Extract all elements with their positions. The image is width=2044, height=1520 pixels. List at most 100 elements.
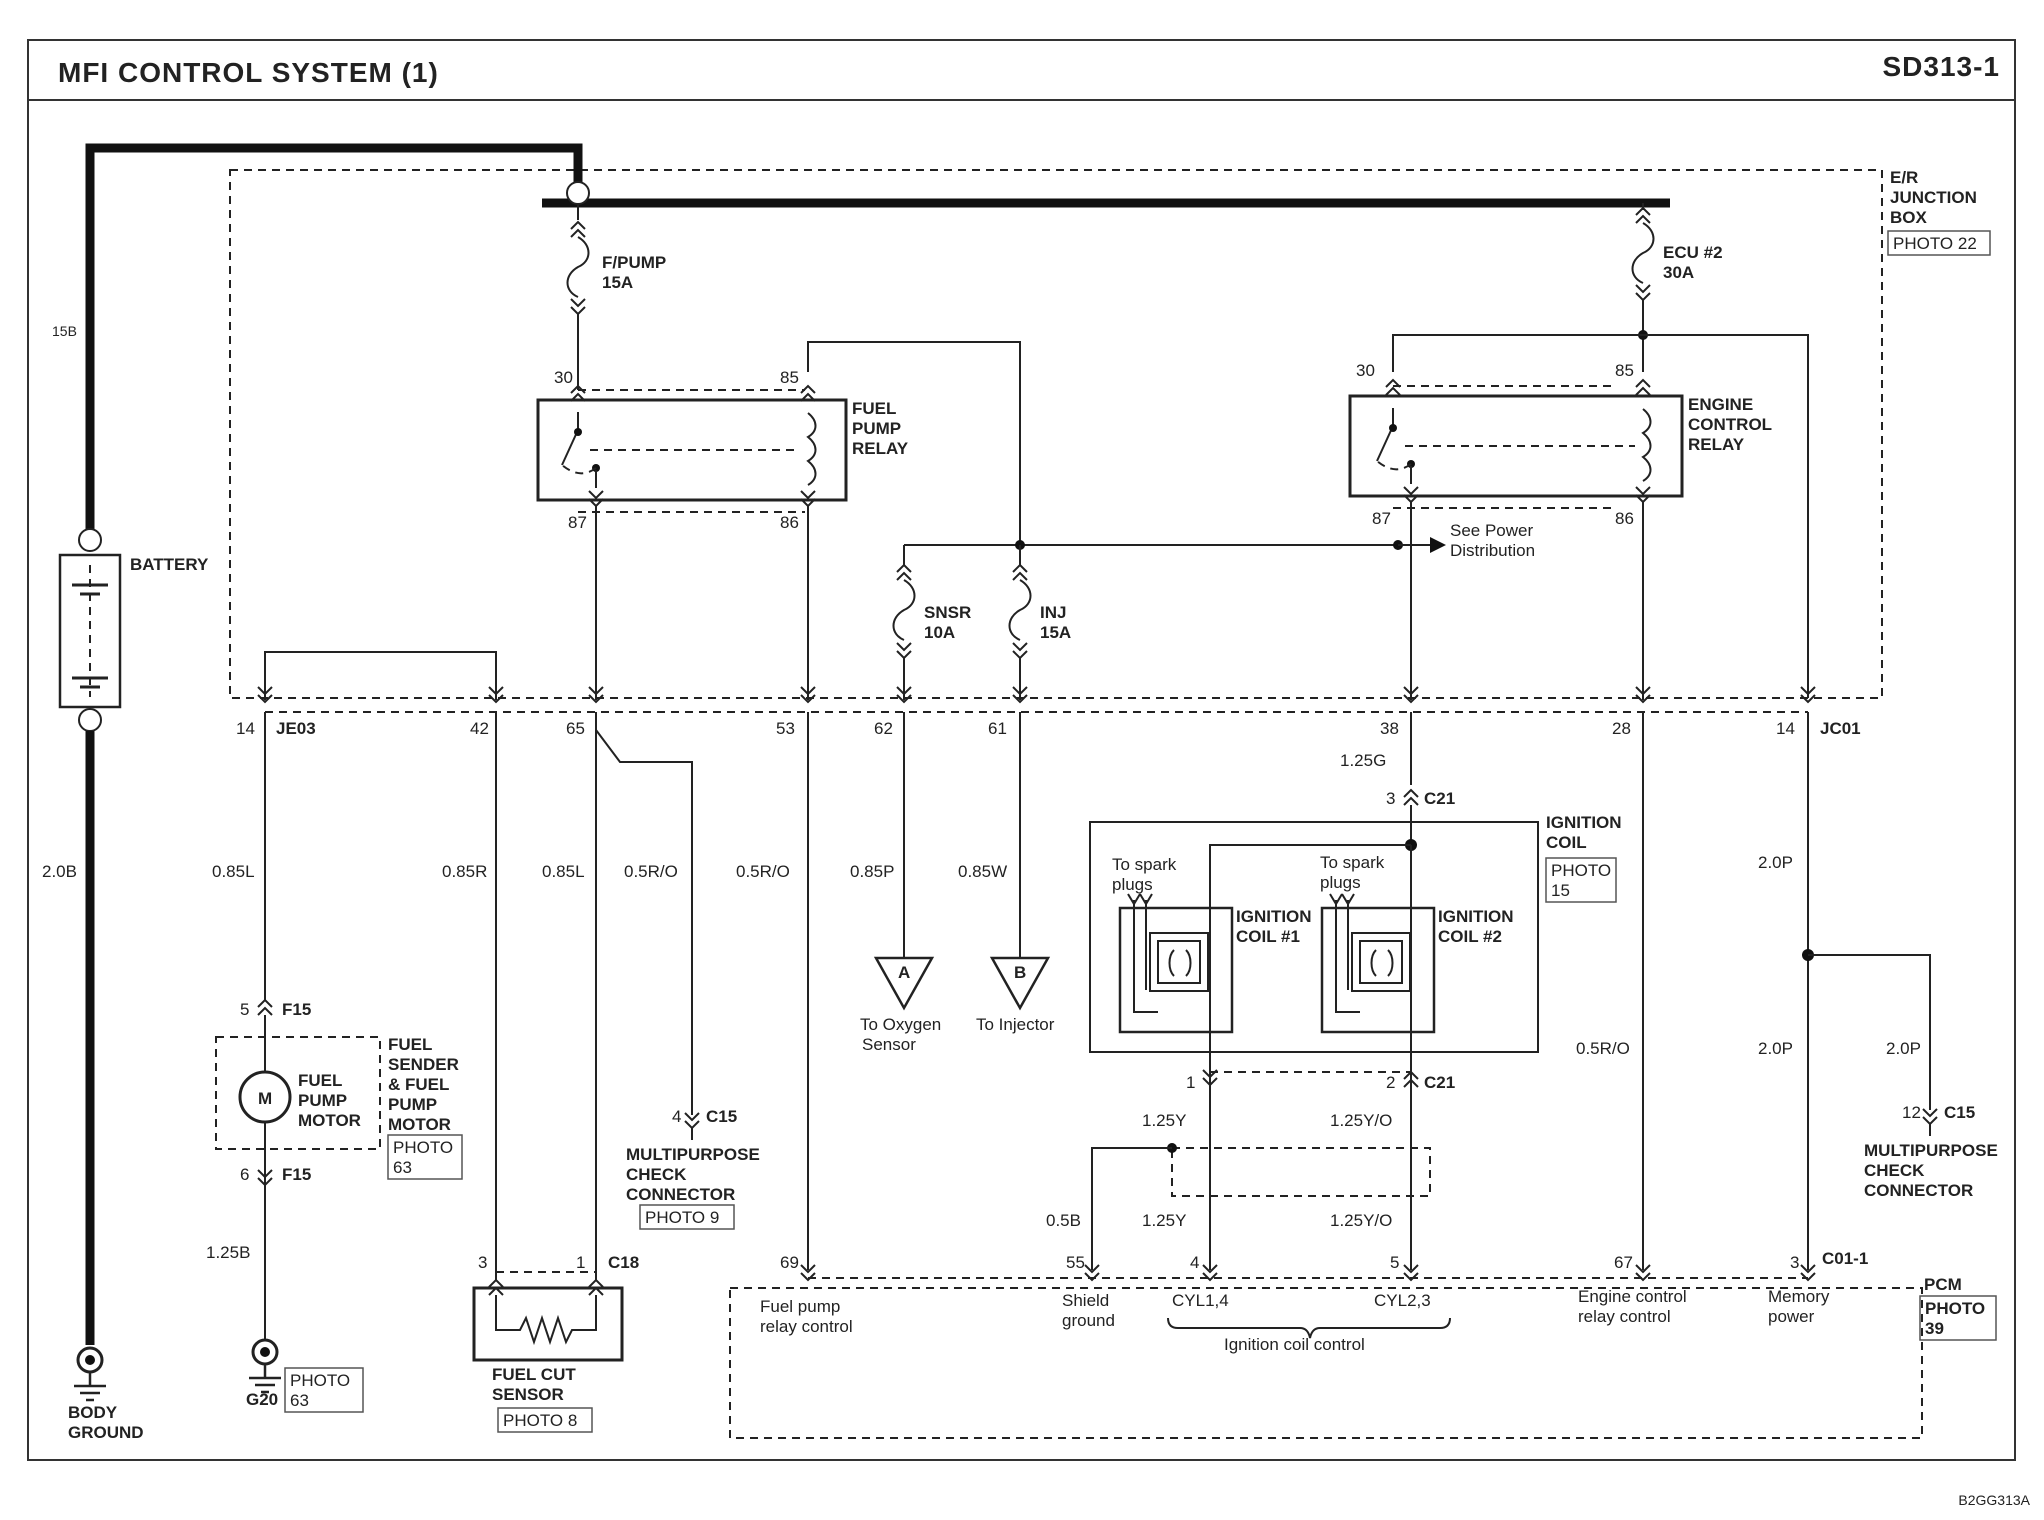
ecr-pin-86: 86 <box>1615 509 1634 528</box>
fpm-label-3: MOTOR <box>298 1111 361 1130</box>
je03-pin-65: 65 <box>566 719 585 738</box>
mpc-left-1: MULTIPURPOSE <box>626 1145 760 1164</box>
pcm-fpr-1: Fuel pump <box>760 1297 840 1316</box>
fuel-cut-sensor <box>472 1286 624 1362</box>
fpr-pin-87: 87 <box>568 513 587 532</box>
pcm-ecr-2: relay control <box>1578 1307 1671 1326</box>
wire-085p: 0.85P <box>850 862 894 881</box>
pcm <box>729 1287 1923 1439</box>
pcm-mem-2: power <box>1768 1307 1815 1326</box>
battery <box>58 528 122 732</box>
fuse-inj-name: INJ <box>1040 603 1066 622</box>
pcm-name: PCM <box>1924 1275 1962 1294</box>
fpm-desc-3: & FUEL <box>388 1075 449 1094</box>
wire-15b: 15B <box>52 323 77 339</box>
pcm-pin-4: 4 <box>1190 1253 1199 1272</box>
c18-pin-1: 1 <box>576 1253 585 1272</box>
offpage-a-1: To Oxygen <box>860 1015 941 1034</box>
junction-box: E/R JUNCTION BOX PHOTO 22 <box>229 168 1991 699</box>
fpm-label-2: PUMP <box>298 1091 347 1110</box>
junction-box-photo: PHOTO 22 <box>1893 234 1977 253</box>
jc01-name: JC01 <box>1820 719 1861 738</box>
c21-pin-1: 1 <box>1186 1073 1195 1092</box>
pcm-cyl23: CYL2,3 <box>1374 1291 1431 1310</box>
ignition-coil-assembly <box>1089 805 1539 1070</box>
offpage-b-letter: B <box>1014 963 1026 982</box>
wire-085w: 0.85W <box>958 862 1007 881</box>
ecr-label-2: CONTROL <box>1688 415 1772 434</box>
coil1-plugs-2: plugs <box>1112 875 1153 894</box>
wire-20p-a: 2.0P <box>1758 853 1793 872</box>
coil2-label-2: COIL #2 <box>1438 927 1502 946</box>
je03-pin-42: 42 <box>470 719 489 738</box>
fpr-pin-86: 86 <box>780 513 799 532</box>
ecr-label-3: RELAY <box>1688 435 1745 454</box>
c15-right-name: C15 <box>1944 1103 1975 1122</box>
coil1-label-2: COIL #1 <box>1236 927 1300 946</box>
coil1-plugs-1: To spark <box>1112 855 1177 874</box>
fuse-ecu2-name: ECU #2 <box>1663 243 1723 262</box>
g20-ground-symbol <box>247 1338 283 1394</box>
wire-05b: 0.5B <box>1046 1211 1081 1230</box>
c18-pin-3: 3 <box>478 1253 487 1272</box>
jc01-pin-28: 28 <box>1612 719 1631 738</box>
ignition-photo-a: PHOTO <box>1551 861 1611 880</box>
wire-125g: 1.25G <box>1340 751 1386 770</box>
junction-box-label-1: E/R <box>1890 168 1918 187</box>
offpage-b-1: To Injector <box>976 1015 1055 1034</box>
wire-20p-c: 2.0P <box>1886 1039 1921 1058</box>
body-ground-label-1: BODY <box>68 1403 118 1422</box>
f15-name-bottom: F15 <box>282 1165 311 1184</box>
pcm-mem-1: Memory <box>1768 1287 1830 1306</box>
coil2-plugs-1: To spark <box>1320 853 1385 872</box>
fcs-label-2: SENSOR <box>492 1385 564 1404</box>
mpc-right-1: MULTIPURPOSE <box>1864 1141 1998 1160</box>
mpc-left-photo: PHOTO 9 <box>645 1208 719 1227</box>
wire-085l-b: 0.85L <box>542 862 585 881</box>
pcm-cyl14: CYL1,4 <box>1172 1291 1229 1310</box>
pcm-sg-2: ground <box>1062 1311 1115 1330</box>
fuse-snsr-rating: 10A <box>924 623 955 642</box>
offpage-a-letter: A <box>898 963 910 982</box>
je03-name: JE03 <box>276 719 316 738</box>
ignition-label-2: COIL <box>1546 833 1587 852</box>
fpr-pin-30: 30 <box>554 368 573 387</box>
junction-box-label-3: BOX <box>1890 208 1928 227</box>
ecr-pin-85: 85 <box>1615 361 1634 380</box>
pcm-sg-1: Shield <box>1062 1291 1109 1310</box>
wire-125yo-a: 1.25Y/O <box>1330 1111 1392 1130</box>
wire-2-0b: 2.0B <box>42 862 77 881</box>
fpr-label-3: RELAY <box>852 439 909 458</box>
coil2-plugs-2: plugs <box>1320 873 1361 892</box>
fpr-pin-85: 85 <box>780 368 799 387</box>
c01-1-name: C01-1 <box>1822 1249 1868 1268</box>
pcm-icc: Ignition coil control <box>1224 1335 1365 1354</box>
c21-pin-3: 3 <box>1386 789 1395 808</box>
mpc-right-3: CONNECTOR <box>1864 1181 1973 1200</box>
g20-name: G20 <box>246 1390 278 1409</box>
wire-125b: 1.25B <box>206 1243 250 1262</box>
junction-box-label-2: JUNCTION <box>1890 188 1977 207</box>
f15-pin-5: 5 <box>240 1000 249 1019</box>
fcs-photo: PHOTO 8 <box>503 1411 577 1430</box>
c21-name-bottom: C21 <box>1424 1073 1455 1092</box>
wire-125y-a: 1.25Y <box>1142 1111 1186 1130</box>
mpc-left-2: CHECK <box>626 1165 687 1184</box>
pcm-fpr-2: relay control <box>760 1317 853 1336</box>
wire-20p-b: 2.0P <box>1758 1039 1793 1058</box>
mpc-right-2: CHECK <box>1864 1161 1925 1180</box>
c15-right-pin: 12 <box>1902 1103 1921 1122</box>
f15-pin-6: 6 <box>240 1165 249 1184</box>
body-ground-label-2: GROUND <box>68 1423 144 1442</box>
fpr-label-2: PUMP <box>852 419 901 438</box>
fpm-photo-b: 63 <box>393 1158 412 1177</box>
offpage-a-2: Sensor <box>862 1035 916 1054</box>
power-dist-2: Distribution <box>1450 541 1535 560</box>
fpm-desc-1: FUEL <box>388 1035 432 1054</box>
page-code: SD313-1 <box>1882 51 2000 82</box>
ignition-brace <box>1167 1317 1451 1339</box>
offpage-b-symbol <box>989 956 1051 1011</box>
c15-left-pin: 4 <box>672 1107 681 1126</box>
engine-control-relay <box>1348 385 1684 509</box>
je03-pin-62: 62 <box>874 719 893 738</box>
